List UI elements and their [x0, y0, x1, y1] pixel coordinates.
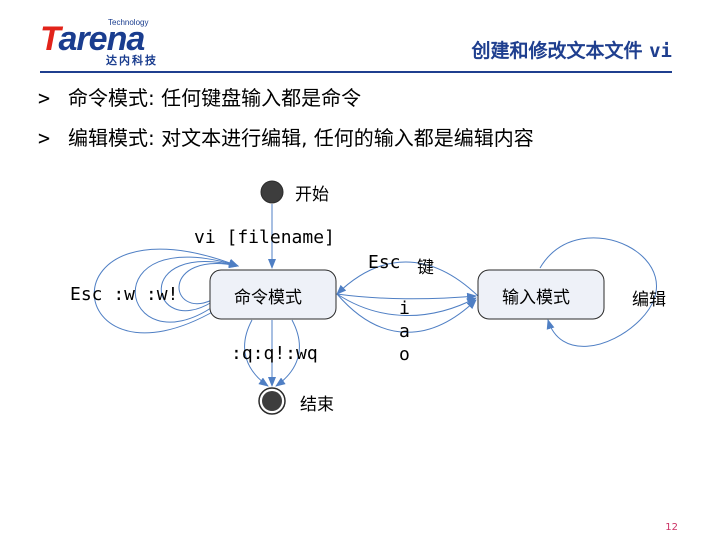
bullet-marker: > — [38, 126, 51, 150]
slide-title: 创建和修改文本文件 vi — [471, 36, 672, 63]
title-divider — [40, 71, 672, 73]
insert-key-i: i — [399, 298, 410, 319]
logo-wordmark: Tarena — [40, 20, 146, 58]
command-mode-node — [209, 269, 337, 320]
page-number: 12 — [665, 522, 678, 533]
quit-commands-label: :q:q!:wq — [231, 343, 318, 364]
logo-letters: arena — [58, 20, 146, 58]
insert-key-o: o — [399, 344, 410, 365]
loop-command-1 — [93, 248, 239, 334]
arrow-command-to-end-3 — [275, 319, 300, 387]
start-node — [260, 180, 284, 204]
logo-chinese-name: 达内科技 — [106, 54, 158, 67]
input-mode-label: 输入模式 — [502, 288, 570, 308]
logo-tagline: Technology — [108, 18, 149, 27]
command-mode-label: 命令模式 — [234, 288, 302, 308]
loop-input-edit — [539, 237, 657, 347]
save-commands-label: Esc :w :w! — [70, 284, 179, 305]
arrow-command-to-input-2 — [336, 293, 477, 317]
arrow-input-to-command — [336, 261, 479, 297]
arrow-command-to-input-3 — [336, 293, 477, 333]
end-label: 结束 — [300, 395, 334, 415]
bullet-command-mode: > 命令模式: 任何键盘输入都是命令 — [38, 82, 361, 111]
arrow-command-to-end-1 — [244, 319, 269, 387]
vi-command-label: vi [filename] — [194, 227, 335, 248]
logo-letter-t: T — [40, 20, 59, 58]
esc-key-suffix: 键 — [417, 258, 434, 278]
slide-title-text: 创建和修改文本文件 — [471, 40, 643, 62]
loop-command-3 — [160, 260, 239, 312]
start-label: 开始 — [295, 185, 329, 205]
tarena-logo: Technology Tarena 达内科技 — [40, 18, 180, 67]
insert-key-a: a — [399, 321, 410, 342]
bullet-edit-mode: > 编辑模式: 对文本进行编辑, 任何的输入都是编辑内容 — [38, 122, 534, 151]
slide-title-code: vi — [649, 40, 672, 62]
loop-command-2 — [134, 256, 239, 323]
arrow-command-to-input-1 — [336, 292, 477, 301]
edit-label: 编辑 — [632, 290, 666, 310]
input-mode-node — [477, 269, 605, 320]
end-node — [262, 391, 282, 411]
bullet-text: 编辑模式: 对文本进行编辑, 任何的输入都是编辑内容 — [68, 126, 534, 150]
bullet-text: 命令模式: 任何键盘输入都是命令 — [68, 86, 362, 110]
esc-key-label: Esc — [368, 252, 401, 273]
loop-command-4 — [178, 260, 239, 305]
bullet-marker: > — [38, 86, 51, 110]
